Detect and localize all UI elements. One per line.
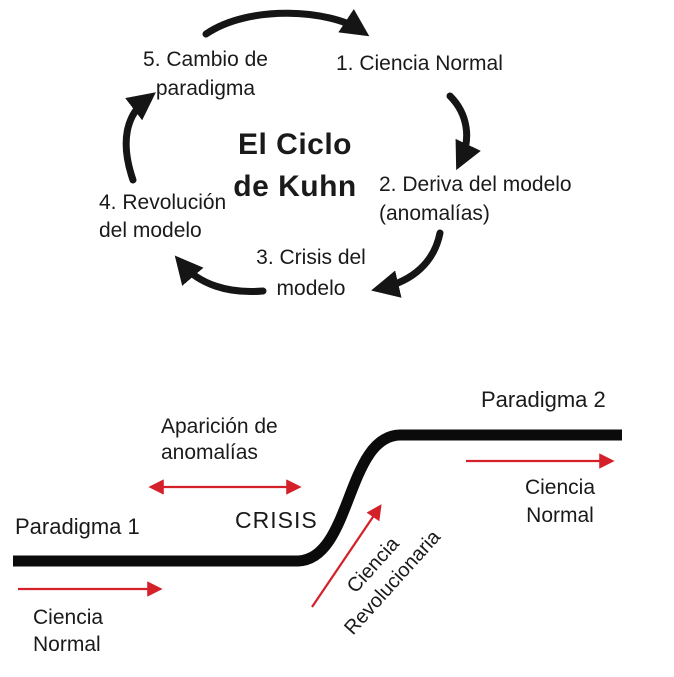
- stage-5-cambio-de-paradigma: 5. Cambio de paradigma: [143, 48, 268, 100]
- stage-3-crisis-del-modelo: 3. Crisis del modelo: [256, 246, 366, 300]
- cycle-arrow-4-to-5-icon: [122, 92, 156, 184]
- cycle-title-line2: de Kuhn: [233, 170, 357, 203]
- anomalies-label: Aparición de anomalías: [161, 415, 278, 464]
- paradigm-s-curve: [13, 429, 622, 567]
- stage-2-deriva-del-modelo: 2. Deriva del modelo (anomalías): [379, 173, 572, 225]
- cycle-title: El Ciclo de Kuhn: [214, 124, 376, 208]
- cycle-arrow-3-to-4-icon: [174, 255, 267, 296]
- normal-science-left-label: Ciencia Normal: [33, 606, 104, 656]
- normal-science-right-label: Ciencia Normal: [524, 476, 596, 527]
- revolutionary-science-arrow-icon: [311, 504, 382, 608]
- cycle-title-line1: El Ciclo: [237, 128, 353, 161]
- paradigm-1-label: Paradigma 1: [15, 514, 140, 539]
- stage-1-ciencia-normal: 1. Ciencia Normal: [336, 52, 503, 75]
- paradigm-2-label: Paradigma 2: [481, 387, 606, 412]
- cycle-arrow-5-to-1-icon: [202, 9, 370, 38]
- crisis-label: CRISIS: [235, 507, 318, 533]
- cycle-arrow-1-to-2-icon: [446, 92, 481, 171]
- cycle-arrow-2-to-3-icon: [371, 229, 444, 298]
- stage-4-revolucion-del-modelo: 4. Revolución del modelo: [99, 191, 227, 242]
